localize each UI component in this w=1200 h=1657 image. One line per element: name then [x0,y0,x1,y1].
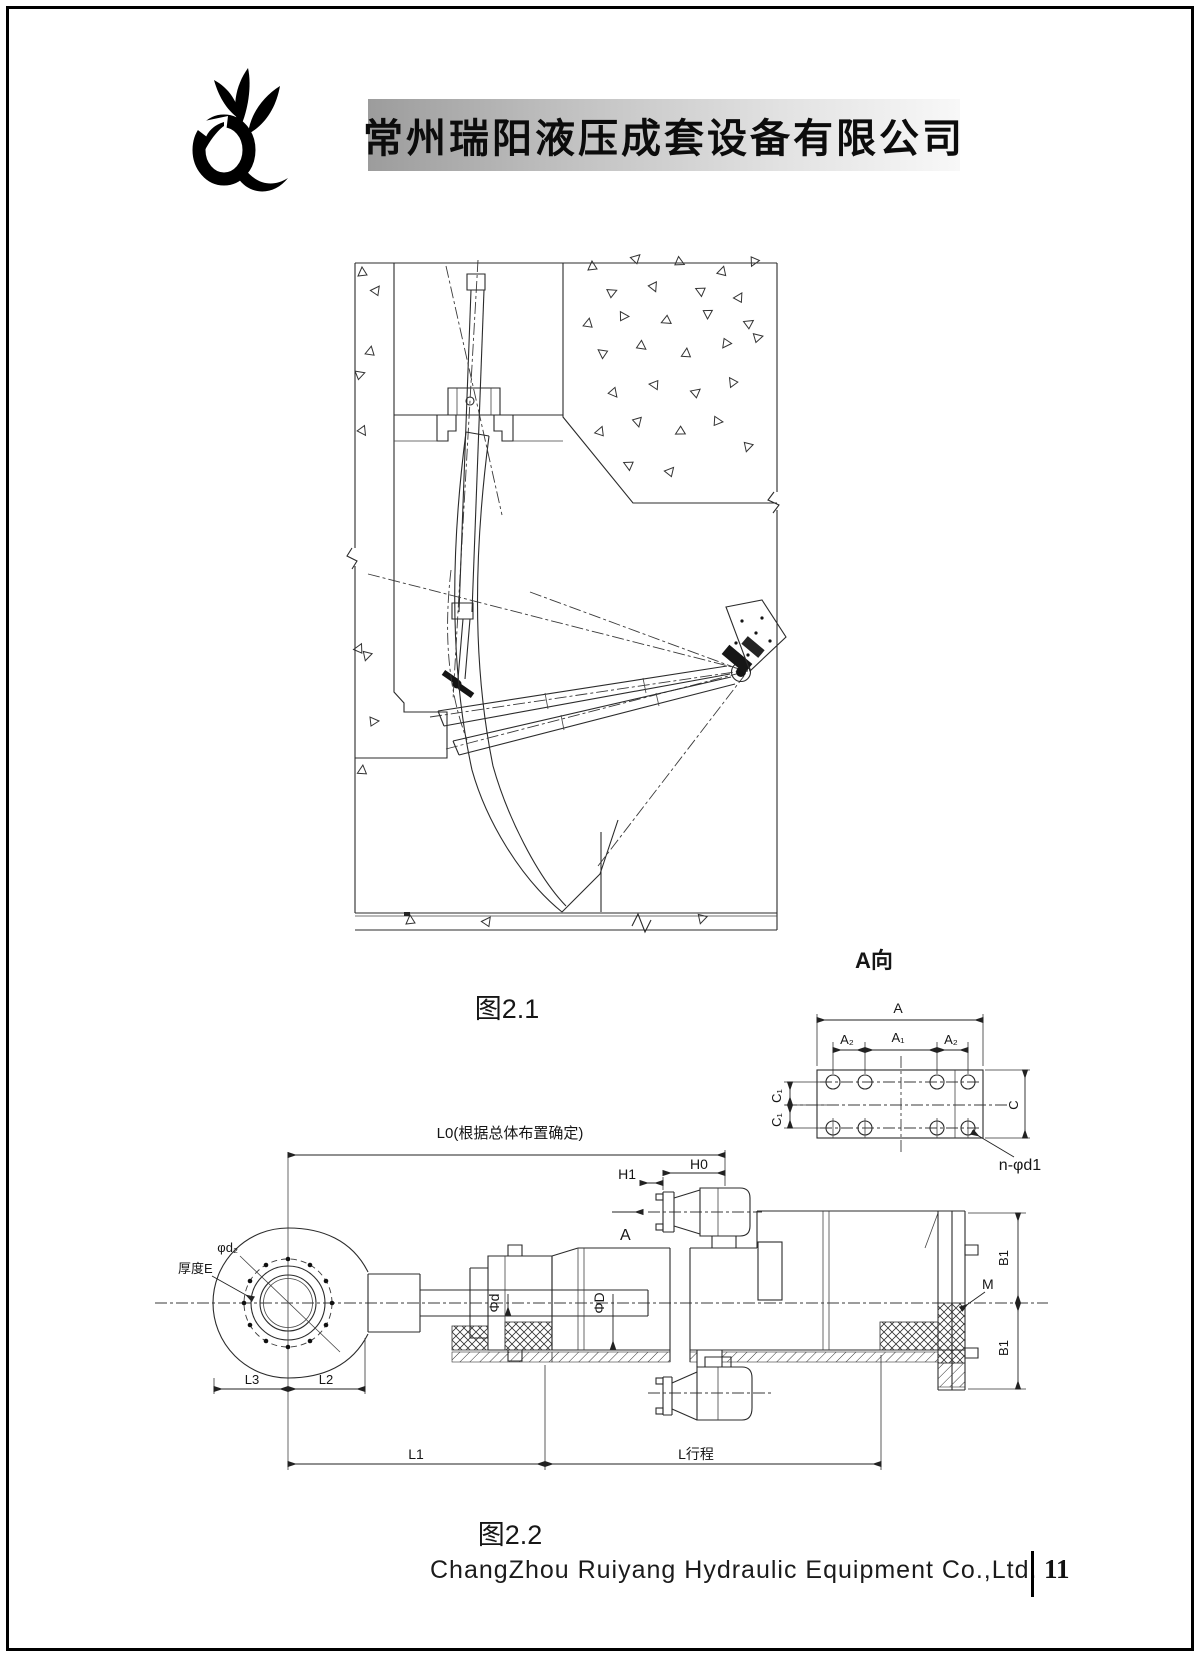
figure-2-1-installation-drawing: 图2.1 [346,251,787,1024]
page-number: 11 [1044,1554,1070,1584]
hole-spec-label: n-φd1 [999,1157,1042,1174]
company-logo-icon [190,68,288,192]
dim-phi-d2: φd₂ [217,1240,238,1255]
dim-h0: H0 [690,1156,708,1172]
figure-2-2-caption: 图2.2 [478,1520,543,1550]
dim-phi-d: Φd [486,1294,502,1313]
footer-divider [1031,1551,1034,1597]
view-a-detail: A向 A A₂ A₁ A₂ C₁ C₁ C [769,948,1041,1174]
dim-c: C [1006,1100,1021,1109]
dim-a2-left: A₂ [840,1032,854,1047]
dim-l0: L0(根据总体布置确定) [437,1125,584,1142]
label-thickness-e: 厚度E [178,1261,213,1276]
company-banner: 常州瑞阳液压成套设备有限公司 [363,99,962,171]
dim-b1-lower: B1 [996,1340,1011,1356]
dim-l2: L2 [319,1372,333,1387]
dim-l3: L3 [245,1372,259,1387]
view-a-title: A向 [855,948,893,973]
dim-h1: H1 [618,1166,636,1182]
footer-company-en: ChangZhou Ruiyang Hydraulic Equipment Co… [430,1556,1038,1584]
dim-c1-top: C₁ [769,1089,784,1103]
page-border [6,6,1194,1651]
figure-2-2-cylinder-drawing: L0(根据总体布置确定) φd₂ 厚度E [155,1125,1048,1550]
dim-c1-bottom: C₁ [769,1113,784,1127]
view-a-arrow-label: A [620,1227,631,1244]
figure-2-1-caption: 图2.1 [475,994,540,1024]
dim-b1-upper: B1 [996,1250,1011,1266]
dim-a2-right: A₂ [944,1032,958,1047]
company-name-cn: 常州瑞阳液压成套设备有限公司 [363,117,965,161]
dim-l-stroke: L行程 [678,1446,714,1462]
dim-m: M [982,1276,994,1292]
dim-a1: A₁ [891,1030,905,1045]
dim-l1: L1 [408,1446,424,1462]
dim-a: A [893,1000,903,1016]
dim-phi-big-d: ΦD [591,1292,607,1313]
